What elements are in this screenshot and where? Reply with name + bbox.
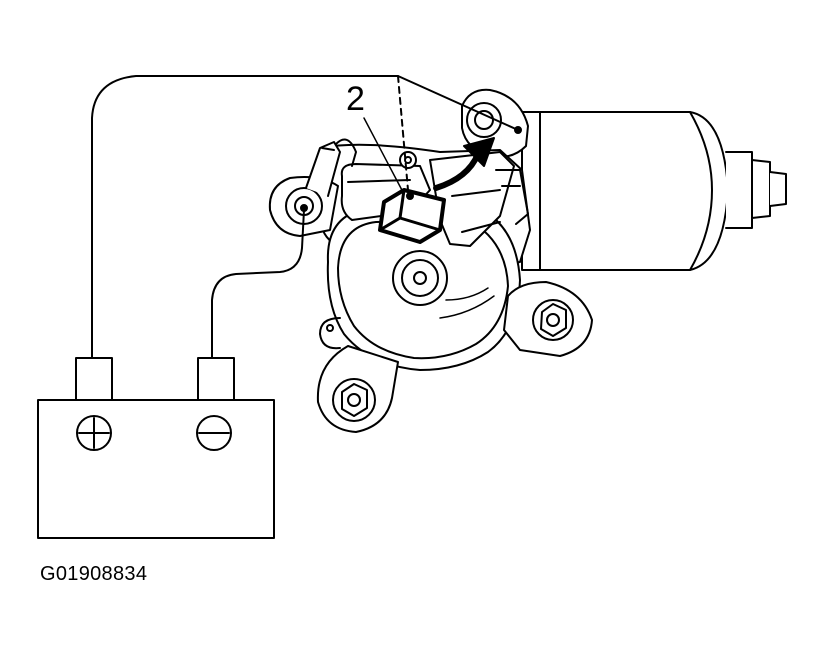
battery xyxy=(37,357,275,539)
rotation-arrowhead xyxy=(463,137,495,167)
positive-lead-clip xyxy=(514,126,522,134)
minus-symbol xyxy=(196,415,232,451)
motor-housing xyxy=(521,111,787,271)
terminal-pin xyxy=(399,151,417,169)
callout-leader xyxy=(363,117,405,195)
callout-number: 2 xyxy=(346,80,365,118)
figure-id: G01908834 xyxy=(40,563,148,585)
wiper-motor xyxy=(268,88,787,433)
harness-plug-left xyxy=(305,138,357,197)
positive-lead-wire xyxy=(91,75,519,361)
motor-end-cap xyxy=(725,151,771,229)
plus-symbol xyxy=(76,415,112,451)
motor-shaft-tip xyxy=(769,171,787,207)
battery-negative-post xyxy=(197,357,235,401)
mount-boss-right xyxy=(503,281,593,357)
negative-lead-clip xyxy=(300,204,308,212)
battery-positive-post xyxy=(75,357,113,401)
connector-terminal-2 xyxy=(378,188,446,244)
battery-case xyxy=(37,399,275,539)
negative-lead-wire xyxy=(211,209,305,363)
dashed-lead-to-terminal-2 xyxy=(397,75,409,191)
mount-boss-bottom xyxy=(316,345,399,433)
test-leads xyxy=(91,75,522,363)
output-shaft xyxy=(392,250,448,306)
